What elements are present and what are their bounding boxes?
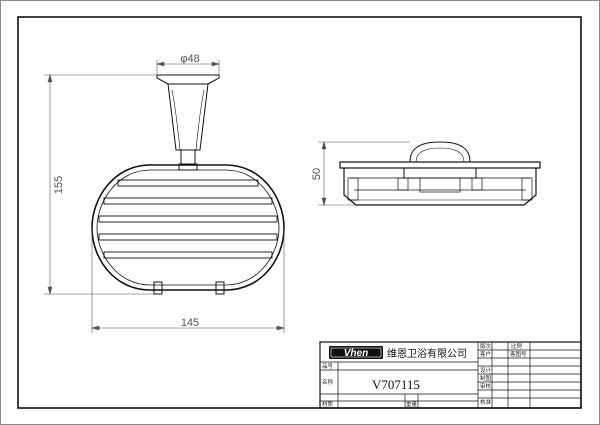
drawing-frame [17,16,582,409]
label-approve: 核准 [480,398,492,406]
flange-top [409,141,471,163]
label-material: 材质 [322,400,334,408]
front-view [91,74,285,295]
height-label: 155 [53,176,65,194]
basket-bars [98,179,278,259]
height-dimension [44,73,157,296]
side-view [339,141,541,206]
label-weight: 重量 [406,400,418,408]
label-customer: 客户 [480,350,491,358]
basket-outer-ring [91,164,285,291]
foot-left [153,281,163,295]
top-rim [339,161,541,169]
bar-1 [117,179,259,187]
label-name: 名称 [322,378,334,386]
model-number: V707115 [372,377,420,392]
foot-right [215,281,225,295]
brand-logo [329,346,383,359]
label-scale: 比例 [511,342,523,350]
label-version: 版次 [480,342,492,350]
wall-flange [156,74,220,151]
title-block [319,341,582,409]
diameter-dimension [155,60,221,75]
label-item-no: 品号 [322,363,334,370]
label-customer-drawing-no: 客图号 [510,350,527,358]
label-review: 审核 [480,382,492,390]
basket-profile [343,168,537,206]
label-drawing: 制图 [480,374,492,382]
width-label: 145 [181,317,199,329]
company-name: 维恩卫浴有限公司 [387,347,467,360]
brand-logo-text: Vhen [344,348,368,359]
bar-4 [98,233,278,241]
label-design: 设计 [480,366,492,374]
diameter-label: φ48 [180,53,199,65]
depth-dimension [318,140,410,207]
basket-inner-ring [96,169,280,286]
bar-2 [103,197,273,205]
neck [180,149,196,165]
bar-5 [103,251,273,259]
bar-3 [98,215,278,223]
depth-label: 50 [311,168,323,180]
width-dimension [90,228,286,333]
